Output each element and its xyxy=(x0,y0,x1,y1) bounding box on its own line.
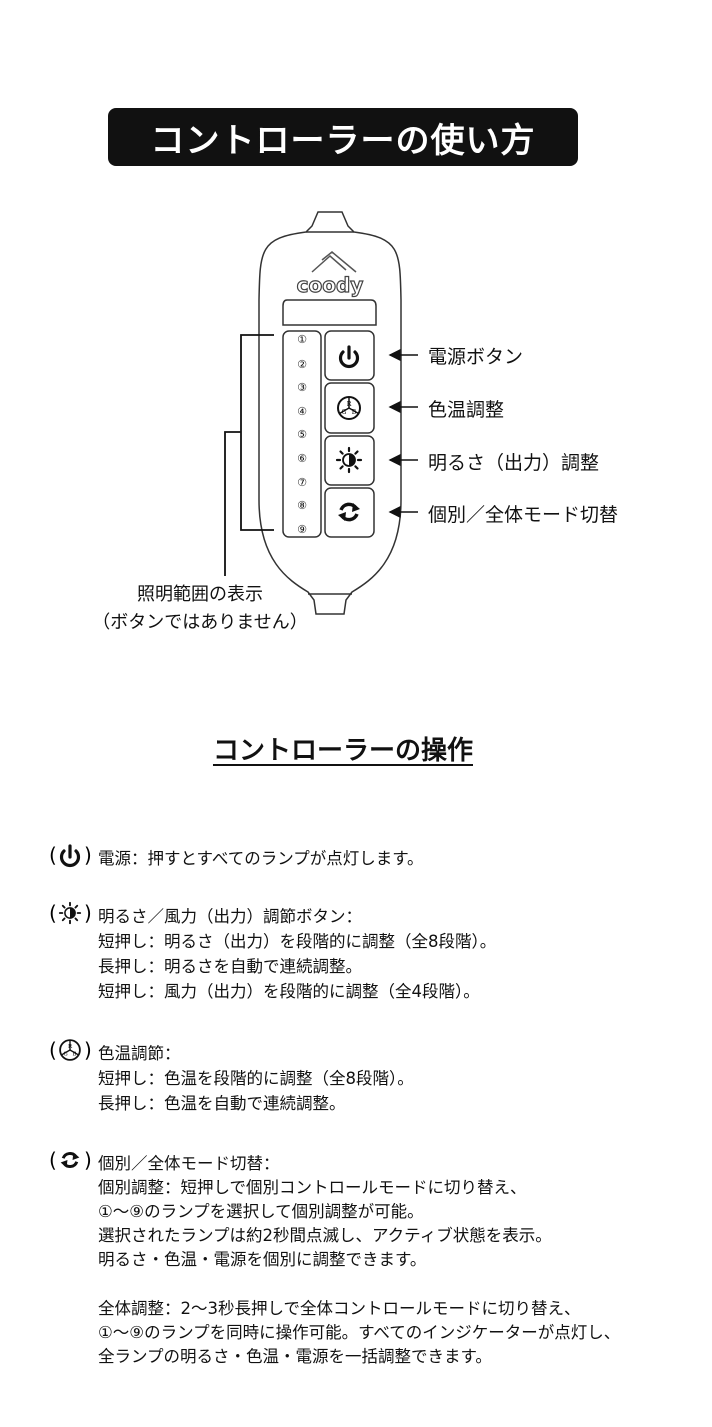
svg-text:): ) xyxy=(84,843,92,867)
mode-line: 全ランプの明るさ・色温・電源を一括調整できます。 xyxy=(98,1347,492,1366)
indicator-column: ① ② ③ ④ ⑤ ⑥ ⑦ ⑧ ⑨ xyxy=(297,333,307,536)
operations-heading: コントローラーの操作 xyxy=(212,736,473,766)
range-note: （ボタンではありません） xyxy=(92,612,308,633)
mode-line: 選択されたランプは約2秒間点滅し、アクティブ状態を表示。 xyxy=(98,1226,552,1245)
svg-text:): ) xyxy=(84,1148,92,1172)
indicator-6: ⑥ xyxy=(297,452,307,465)
brightness-title: 明るさ／風力（出力）調節ボタン： xyxy=(98,907,362,926)
brightness-line: 短押し：風力（出力）を段階的に調整（全4段階）。 xyxy=(98,982,480,1001)
power-desc: 電源：押すとすべてのランプが点灯します。 xyxy=(98,849,424,868)
label-mode-switch: 個別／全体モード切替 xyxy=(428,504,619,526)
svg-text:(: ( xyxy=(49,1148,57,1172)
power-icon: () xyxy=(49,843,92,868)
svg-text:(: ( xyxy=(49,901,57,925)
svg-text:): ) xyxy=(84,1038,92,1062)
mode-line: 全体調整：2～3秒長押しで全体コントロールモードに切り替え、 xyxy=(98,1299,581,1318)
rgb-color-icon: () xyxy=(49,1038,92,1062)
coody-logo: coody xyxy=(297,273,364,297)
indicator-3: ③ xyxy=(297,381,307,394)
indicator-8: ⑧ xyxy=(297,499,307,512)
indicator-1: ① xyxy=(297,333,307,346)
svg-text:): ) xyxy=(84,901,92,925)
indicator-9: ⑨ xyxy=(297,523,307,536)
brightness-icon: () xyxy=(49,901,92,925)
svg-text:(: ( xyxy=(49,843,57,867)
controller-diagram: R G B xyxy=(224,211,418,615)
color-title: 色温調節： xyxy=(98,1044,181,1063)
label-power-button: 電源ボタン xyxy=(428,346,524,368)
color-line: 長押し：色温を自動で連続調整。 xyxy=(98,1094,346,1113)
title-banner: コントローラーの使い方 xyxy=(108,108,578,166)
brightness-line: 短押し：明るさ（出力）を段階的に調整（全8段階）。 xyxy=(98,932,497,951)
mode-title: 個別／全体モード切替： xyxy=(98,1154,280,1173)
mode-line: ①～⑨のランプを選択して個別調整が可能。 xyxy=(98,1202,424,1221)
label-color-temp: 色温調整 xyxy=(428,399,505,421)
mode-line: 個別調整：短押しで個別コントロールモードに切り替え、 xyxy=(98,1178,527,1197)
label-brightness: 明るさ（出力）調整 xyxy=(428,452,600,474)
mode-line: ①～⑨のランプを同時に操作可能。すべてのインジケーターが点灯し、 xyxy=(98,1323,621,1342)
mode-line: 明るさ・色温・電源を個別に調整できます。 xyxy=(98,1250,427,1269)
indicator-5: ⑤ xyxy=(297,428,307,441)
controller-outline xyxy=(258,211,402,615)
indicator-4: ④ xyxy=(297,405,307,418)
cycle-mode-icon xyxy=(336,501,362,523)
svg-text:(: ( xyxy=(49,1038,57,1062)
page-title: コントローラーの使い方 xyxy=(150,120,536,161)
brightness-icon xyxy=(335,446,363,474)
rgb-color-icon xyxy=(337,396,361,420)
arrows xyxy=(388,349,418,518)
indicator-7: ⑦ xyxy=(297,476,307,489)
color-line: 短押し：色温を段階的に調整（全8段階）。 xyxy=(98,1069,414,1088)
range-bracket xyxy=(224,334,274,576)
cycle-mode-icon: () xyxy=(49,1148,92,1172)
indicator-2: ② xyxy=(297,358,307,371)
power-icon xyxy=(338,345,360,369)
range-label: 照明範囲の表示 xyxy=(137,584,263,605)
brightness-line: 長押し：明るさを自動で連続調整。 xyxy=(98,957,362,976)
